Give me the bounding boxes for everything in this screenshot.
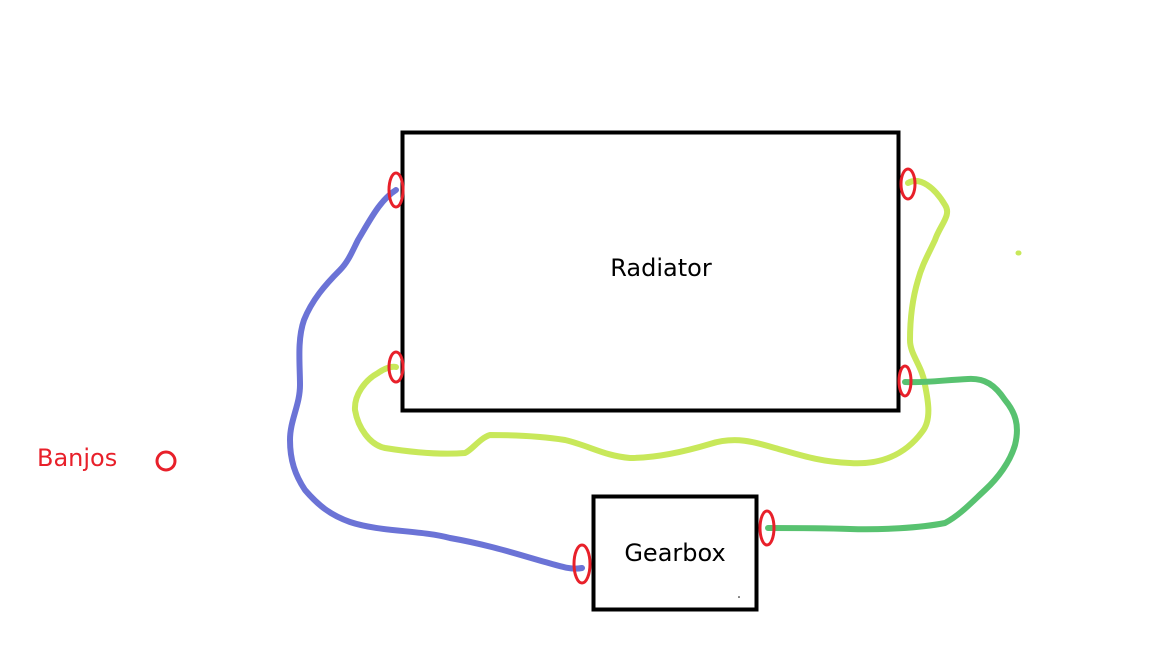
radiator-box (400, 130, 901, 413)
banjos-legend-label: Banjos (37, 444, 117, 472)
gearbox-box (591, 494, 759, 612)
yellow-green-hose (351, 178, 951, 467)
gearbox-label: Gearbox (624, 539, 725, 567)
banjo-legend-icon (155, 450, 177, 472)
banjo-radiator-top-right (899, 167, 917, 201)
banjo-radiator-bottom-left (387, 350, 405, 384)
green-hose (765, 375, 1020, 533)
banjo-gearbox-left (572, 543, 592, 585)
radiator-label: Radiator (610, 254, 712, 282)
blue-hose (287, 187, 585, 572)
stray-dot (738, 596, 740, 598)
banjo-radiator-bottom-right (897, 364, 913, 398)
banjo-gearbox-right (758, 509, 776, 547)
banjo-radiator-top-left (387, 171, 405, 209)
